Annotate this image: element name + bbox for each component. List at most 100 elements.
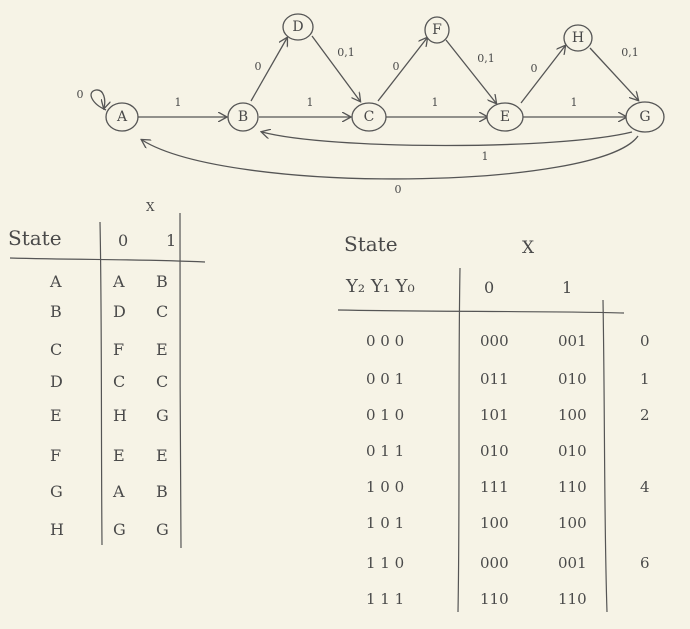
table1-col-1: 1 (166, 231, 177, 250)
edge-e-h (520, 46, 565, 104)
table2-cell-x0: 110 (480, 590, 509, 608)
table2-cell-x0: 111 (480, 478, 509, 496)
table2-cell-x1: 010 (558, 442, 587, 460)
table1-cell-x0: A (113, 482, 125, 501)
table1-cell-x0: G (113, 520, 126, 539)
node-g (625, 101, 665, 133)
edge-label-g-a: 0 (395, 183, 402, 196)
table1-cell-x0: H (113, 406, 127, 425)
edge-g-b (262, 132, 633, 147)
table1-cell-state: G (50, 482, 63, 501)
table2-cell-state: 0 1 1 (366, 442, 405, 460)
edge-label-a-b: 1 (175, 96, 182, 109)
table2-cell-x0: 011 (480, 370, 509, 388)
table2-cell-x0: 010 (480, 442, 509, 460)
table2-cell-x0: 000 (480, 554, 509, 572)
table1-cell-x0: E (113, 446, 125, 465)
table1-cell-x0: A (113, 272, 125, 291)
table2-cell-state: 1 1 0 (366, 554, 405, 572)
edge-label-c-e: 1 (432, 96, 439, 109)
table1-cell-x1: E (156, 340, 168, 359)
table2-cell-state: 0 1 0 (366, 406, 405, 424)
table2-col-0: 0 (484, 278, 495, 297)
table2-cell-state: 0 0 1 (366, 370, 405, 388)
edge-b-d (250, 38, 287, 102)
node-b (227, 102, 259, 132)
table1-col-0: 0 (118, 231, 129, 250)
table2-header-bits: Y₂ Y₁ Y₀ (346, 276, 415, 297)
edge-label-h-g: 0,1 (621, 46, 639, 59)
node-f (424, 16, 450, 44)
edge-label-f-e: 0,1 (477, 52, 495, 65)
table2-cell-x0: 000 (480, 332, 509, 350)
node-h-label: H (572, 30, 584, 46)
node-g-label: G (639, 109, 650, 125)
table2-cell-x1: 001 (558, 332, 587, 350)
table1-cell-x1: B (156, 482, 168, 501)
edge-d-c (311, 35, 360, 101)
table2-cell-state: 0 0 0 (366, 332, 405, 350)
table2-col-1: 1 (562, 278, 573, 297)
table2-cell-state: 1 0 0 (366, 478, 405, 496)
node-f-label: F (432, 22, 442, 38)
node-d-label: D (292, 19, 303, 35)
table1-cell-x1: G (156, 406, 169, 425)
edge-label-d-c: 0,1 (337, 46, 355, 59)
table2-cell-x1: 100 (558, 406, 587, 424)
table2-header-x: X (522, 238, 535, 258)
table2-vline-right (602, 299, 608, 613)
table2-cell-x1: 110 (558, 590, 587, 608)
node-e (486, 102, 524, 132)
edge-c-f (377, 38, 427, 102)
table1-cell-x1: C (156, 302, 169, 321)
table2-cell-note: 1 (640, 370, 650, 388)
edge-label-b-c: 1 (307, 96, 314, 109)
table1-cell-x1: E (156, 446, 168, 465)
table1-cell-x1: B (156, 272, 168, 291)
table2-cell-state: 1 1 1 (366, 590, 405, 608)
node-c-label: C (364, 109, 375, 125)
node-a (105, 102, 139, 132)
edge-label-e-h: 0 (531, 62, 538, 75)
table1-vline-right (179, 212, 182, 549)
table1-cell-state: E (50, 406, 62, 425)
table1-header-state: State (8, 226, 62, 250)
table2-hline (337, 309, 625, 314)
table1-vline (99, 221, 103, 546)
node-a-label: A (116, 109, 128, 125)
table1-cell-x0: C (113, 372, 126, 391)
table2-cell-x0: 100 (480, 514, 509, 532)
edge-label-a-self: 0 (77, 88, 84, 101)
table2-cell-x1: 001 (558, 554, 587, 572)
edge-h-g (589, 47, 638, 100)
edge-f-e (445, 39, 496, 103)
table1-header-x: X (146, 200, 155, 214)
table2-cell-note: 4 (640, 478, 650, 496)
edge-g-a (142, 135, 639, 180)
edge-label-b-d: 0 (255, 60, 262, 73)
node-c (351, 102, 387, 132)
table1-cell-x0: D (113, 302, 126, 321)
table2-cell-note: 0 (640, 332, 650, 350)
table1-cell-state: H (50, 520, 64, 539)
table1-cell-x1: C (156, 372, 169, 391)
node-e-label: E (500, 109, 510, 125)
table2-cell-x1: 100 (558, 514, 587, 532)
table1-cell-state: C (50, 340, 63, 359)
table2-cell-x1: 010 (558, 370, 587, 388)
edge-label-c-f: 0 (393, 60, 400, 73)
edge-label-e-g: 1 (571, 96, 578, 109)
node-b-label: B (238, 109, 248, 125)
table1-cell-state: D (50, 372, 63, 391)
edge-label-g-b: 1 (482, 150, 489, 163)
table2-vline (457, 267, 461, 613)
table1-cell-state: A (50, 272, 62, 291)
table1-cell-x0: F (113, 340, 125, 359)
table2-cell-note: 2 (640, 406, 650, 424)
table1-cell-x1: G (156, 520, 169, 539)
table1-cell-state: F (50, 446, 62, 465)
table2-cell-note: 6 (640, 554, 650, 572)
table1-cell-state: B (50, 302, 62, 321)
table2-header-state: State (344, 232, 398, 256)
